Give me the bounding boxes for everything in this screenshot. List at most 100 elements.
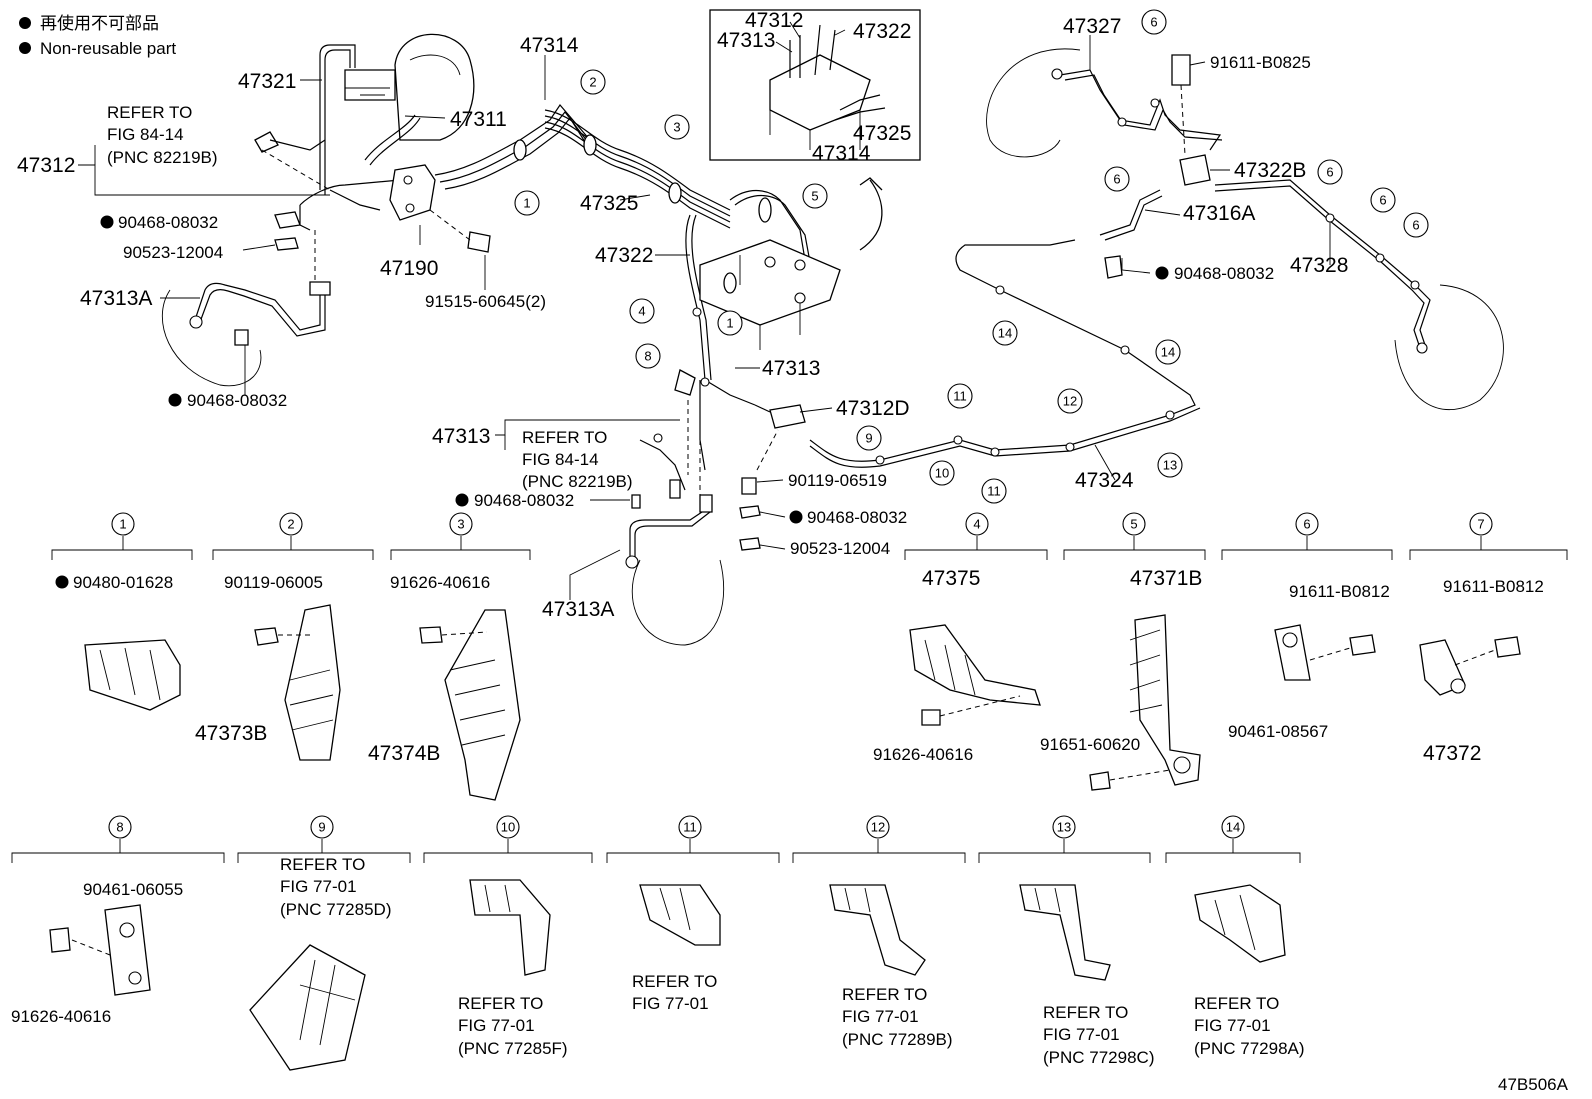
clamp-8-shape <box>104 904 151 996</box>
callout-47313A-center: 47313A <box>542 598 614 621</box>
detail-14-refer-3: (PNC 77298A) <box>1194 1039 1305 1058</box>
marker-1: 1 <box>514 190 540 216</box>
rear-pipe-47324 <box>809 239 1201 468</box>
marker-number: 1 <box>119 517 126 532</box>
detail-12-refer-3: (PNC 77289B) <box>842 1030 953 1049</box>
refer-2-line3: (PNC 82219B) <box>522 472 633 491</box>
inset-callout-47313: 47313 <box>717 29 775 52</box>
detail-bracket <box>390 536 531 560</box>
detail-3-part-b: 47374B <box>368 742 440 765</box>
non-reusable-dot-icon <box>789 510 803 524</box>
pipe-clip-point <box>875 455 885 465</box>
callout-47328: 47328 <box>1290 254 1348 277</box>
marker-7: 7 <box>1469 512 1493 536</box>
marker-9: 9 <box>310 815 334 839</box>
marker-12: 12 <box>866 815 890 839</box>
marker-number: 14 <box>998 326 1012 341</box>
inset-callout-47314: 47314 <box>812 142 871 165</box>
detail-4-part-b: 91626-40616 <box>873 745 973 764</box>
callout-47314: 47314 <box>520 34 579 57</box>
marker-number: 9 <box>318 820 325 835</box>
detail-8-part-b: 91626-40616 <box>11 1007 111 1026</box>
non-reusable-dot-icon <box>19 42 31 54</box>
legend-jp: 再使用不可部品 <box>40 13 159 33</box>
detail-bracket <box>423 839 593 863</box>
callout-47313A-left: 47313A <box>80 287 152 310</box>
pipe-clip-point <box>1117 117 1127 127</box>
pipe-clip-point <box>692 307 702 317</box>
marker-number: 9 <box>865 431 872 446</box>
detail-2-part-b: 47373B <box>195 722 267 745</box>
diagram-id: 47B506A <box>1498 1075 1569 1094</box>
detail-9-refer-2: FIG 77-01 <box>280 877 357 896</box>
marker-number: 14 <box>1161 345 1175 360</box>
callout-47190: 47190 <box>380 257 438 280</box>
marker-11: 11 <box>981 478 1007 504</box>
detail-illustrations <box>49 604 1521 1071</box>
clamp-12-shape <box>829 884 926 976</box>
clamp-10-shape <box>469 879 551 976</box>
callout-90119-06519: 90119-06519 <box>788 471 887 490</box>
marker-number: 6 <box>1379 193 1386 208</box>
refer-2-line2: FIG 84-14 <box>522 450 599 469</box>
marker-number: 13 <box>1163 458 1177 473</box>
callout-91515-60645: 91515-60645(2) <box>425 292 546 311</box>
marker-14: 14 <box>1221 815 1245 839</box>
marker-4: 4 <box>965 512 989 536</box>
non-reusable-dot-icon <box>168 393 182 407</box>
clamp-4-shape <box>909 624 1041 706</box>
inset-detail <box>709 9 921 251</box>
callout-90523-12004-a: 90523-12004 <box>123 243 223 262</box>
marker-13: 13 <box>1157 452 1183 478</box>
marker-6: 6 <box>1317 159 1343 185</box>
marker-number: 6 <box>1326 165 1333 180</box>
clamp-11-shape <box>639 884 721 946</box>
pipe-clip-point <box>1165 410 1175 420</box>
marker-number: 11 <box>953 389 967 404</box>
marker-14: 14 <box>1155 339 1181 365</box>
rear-pipes <box>1051 54 1431 354</box>
detail-9-refer-1: REFER TO <box>280 855 365 874</box>
detail-7-part-a: 91611-B0812 <box>1443 577 1544 596</box>
detail-bracket <box>1409 536 1568 560</box>
pipe-clip-point <box>1410 280 1420 290</box>
pipe-clip-point <box>1120 345 1130 355</box>
detail-bracket <box>1063 536 1206 560</box>
detail-6-part-a: 91611-B0812 <box>1289 582 1390 601</box>
refer-1-line3: (PNC 82219B) <box>107 148 218 167</box>
marker-5: 5 <box>1122 512 1146 536</box>
inset-callout-47322: 47322 <box>853 20 911 43</box>
callout-47313-b: 47313 <box>432 425 490 448</box>
detail-10-refer-1: REFER TO <box>458 994 543 1013</box>
clip-ellipses <box>513 134 772 294</box>
detail-6-part-b: 90461-08567 <box>1228 722 1328 741</box>
detail-bracket <box>978 839 1151 863</box>
marker-number: 6 <box>1113 172 1120 187</box>
detail-bracket <box>212 536 374 560</box>
callout-90468-08032-e: 90468-08032 <box>1174 264 1274 283</box>
marker-number: 12 <box>1063 394 1077 409</box>
callout-90468-08032-d: 90468-08032 <box>807 508 907 527</box>
marker-11: 11 <box>678 815 702 839</box>
marker-number: 3 <box>457 517 464 532</box>
marker-10: 10 <box>929 460 955 486</box>
detail-labels: 90480-01628 90119-06005 47373B 91626-406… <box>11 567 1544 1067</box>
callout-47322B: 47322B <box>1234 159 1306 182</box>
clamp-14-shape <box>1194 884 1286 963</box>
callout-labels: 47321 47311 47312 47314 47325 47322 4719… <box>17 9 1348 621</box>
marker-6: 6 <box>1370 187 1396 213</box>
detail-13-refer-3: (PNC 77298C) <box>1043 1048 1155 1067</box>
marker-3: 3 <box>664 114 690 140</box>
rear-drums <box>986 48 1504 410</box>
callout-47312: 47312 <box>17 154 75 177</box>
marker-12: 12 <box>1057 388 1083 414</box>
marker-number: 11 <box>683 820 697 835</box>
marker-number: 6 <box>1150 15 1157 30</box>
detail-13-refer-1: REFER TO <box>1043 1003 1128 1022</box>
marker-6: 6 <box>1295 512 1319 536</box>
marker-6: 6 <box>1104 166 1130 192</box>
callout-91611-B0825: 91611-B0825 <box>1210 53 1311 72</box>
detail-8-part-a: 90461-06055 <box>83 880 183 899</box>
detail-bracket <box>606 839 780 863</box>
